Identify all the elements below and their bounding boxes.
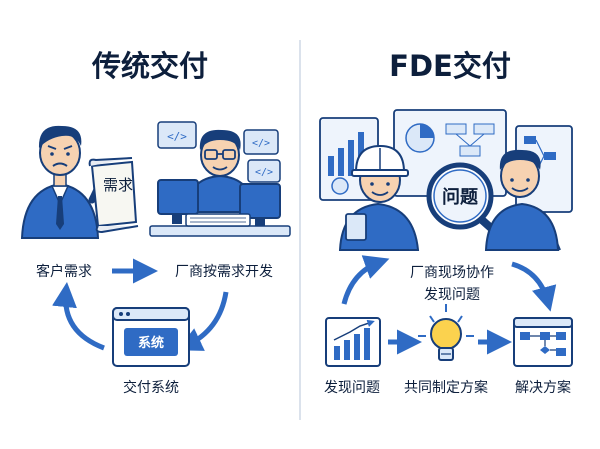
- requirement-scroll-icon: [88, 157, 139, 234]
- arrow-dev-to-system: [176, 291, 229, 351]
- step-solve-label: 解决方案: [515, 379, 571, 396]
- paper-text-line1: 需求: [103, 176, 133, 194]
- step-cocreate-label: 共同制定方案: [404, 379, 488, 396]
- engineer-person-icon: [338, 144, 420, 251]
- step-vendor-dev-label: 厂商按需求开发: [175, 264, 273, 280]
- svg-text:</>: </>: [167, 130, 187, 143]
- step-discover-label: 发现问题: [324, 380, 380, 396]
- customer-person-icon: [20, 125, 106, 239]
- developer-workstation-icon: </> </> </>: [149, 121, 291, 237]
- right-title: FDE交付: [389, 49, 511, 83]
- collab-line2-label: 发现问题: [424, 287, 480, 303]
- step-deliver-label: 交付系统: [123, 379, 179, 396]
- collab-line1-label: 厂商现场协作: [410, 265, 494, 281]
- lightbulb-icon: [418, 304, 474, 361]
- svg-text:</>: </>: [255, 167, 273, 178]
- arrow-discover-to-collab: [341, 255, 390, 305]
- chart-window-icon: [325, 317, 381, 367]
- system-window-icon: [112, 307, 190, 367]
- svg-text:</>: </>: [252, 138, 270, 149]
- left-title: 传统交付: [91, 49, 208, 83]
- arrow-system-to-customer: [52, 282, 105, 351]
- magnifier-label: 问题: [442, 187, 479, 208]
- flowchart-window-icon: [513, 317, 573, 367]
- system-window-label: 系统: [138, 335, 164, 351]
- colleague-person-icon: [484, 149, 560, 251]
- scroll-label: 需求: [103, 176, 133, 194]
- arrow-collab-to-solve: [511, 261, 557, 312]
- step-customer-label: 客户需求: [36, 263, 92, 280]
